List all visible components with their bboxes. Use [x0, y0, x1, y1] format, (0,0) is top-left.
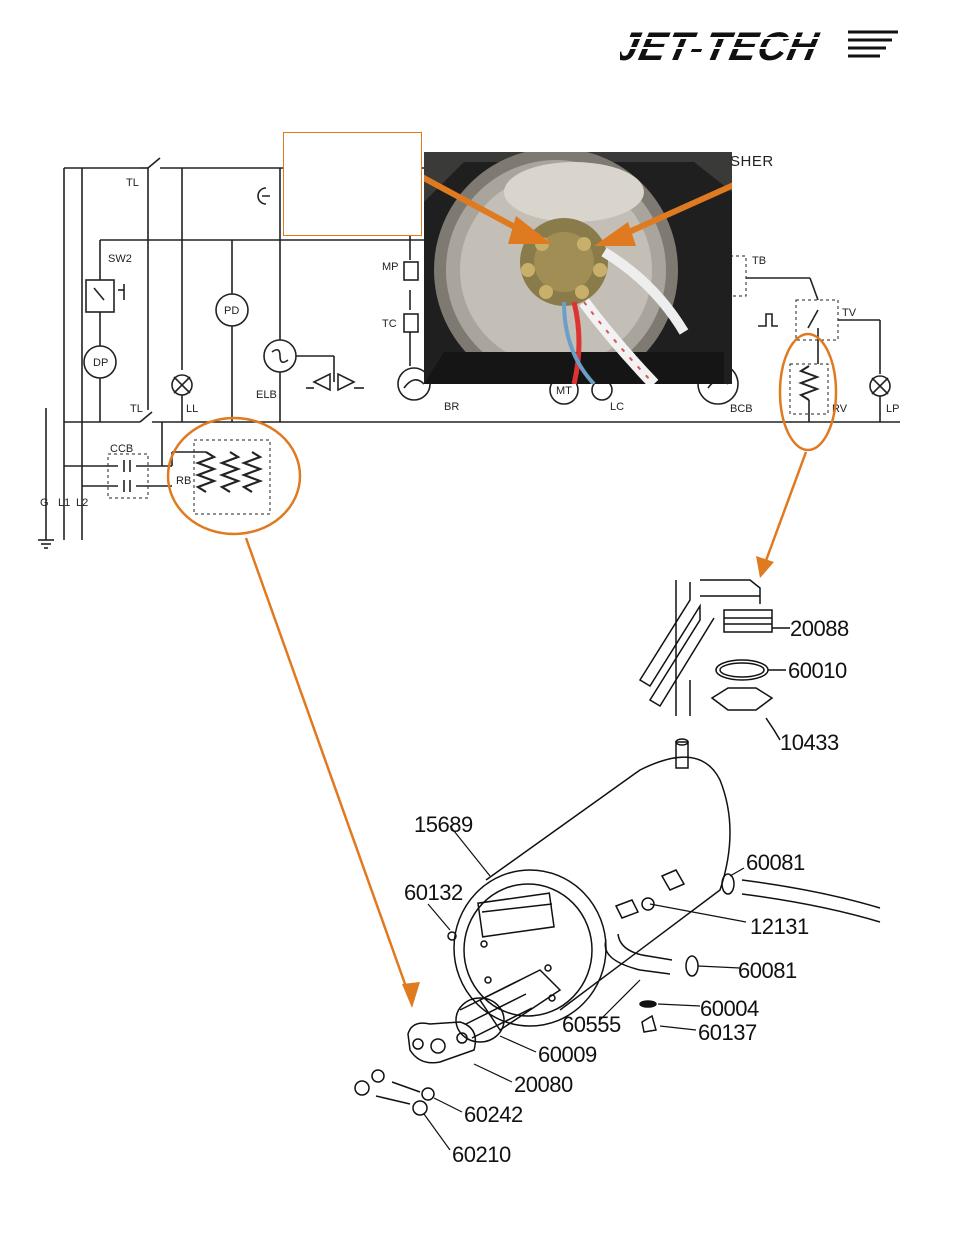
logo-text: JET-TECH — [620, 23, 823, 68]
rb-to-element-arrow — [244, 537, 412, 999]
part-15689: 15689 — [414, 812, 473, 837]
label-rb: RB — [176, 475, 191, 487]
part-numbers: 20088 60010 10433 15689 60132 60081 1213… — [404, 616, 849, 1167]
label-tl-top: TL — [126, 177, 139, 189]
rb-element-drawing — [407, 969, 562, 1064]
label-sw2: SW2 — [108, 253, 132, 265]
rb-highlight-ellipse — [166, 416, 302, 536]
label-ll: LL — [186, 403, 198, 415]
part-60132: 60132 — [404, 880, 463, 905]
label-dp: DP — [93, 357, 108, 369]
part-60210: 60210 — [452, 1142, 511, 1167]
heater-flange-photo — [424, 152, 732, 384]
part-60004: 60004 — [700, 996, 759, 1021]
part-60081-top: 60081 — [746, 850, 805, 875]
rv-to-element-arrow — [762, 451, 808, 567]
label-tv: TV — [842, 307, 857, 319]
tank-drawing — [447, 738, 881, 1033]
label-l1: L1 — [58, 497, 70, 509]
label-mt: MT — [556, 385, 572, 397]
label-lc: LC — [610, 401, 624, 413]
part-10433: 10433 — [780, 730, 839, 755]
part-20080: 20080 — [514, 1072, 573, 1097]
wiring-schematic — [38, 157, 900, 549]
label-g: G — [40, 497, 49, 509]
label-bcb: BCB — [730, 403, 753, 415]
label-pd: PD — [224, 305, 239, 317]
label-lp: LP — [886, 403, 899, 415]
callout-annotations — [166, 332, 838, 1008]
label-elb: ELB — [256, 389, 277, 401]
label-tb: TB — [752, 255, 766, 267]
part-60555: 60555 — [562, 1012, 621, 1037]
nuts-drawing — [354, 1069, 435, 1116]
part-20088: 20088 — [790, 616, 849, 641]
part-60081-bottom: 60081 — [738, 958, 797, 983]
jet-tech-logo: JET-TECH — [620, 23, 900, 69]
part-12131: 12131 — [750, 914, 809, 939]
label-l2: L2 — [76, 497, 88, 509]
callout-blank-box — [283, 132, 422, 236]
rv-highlight-ellipse — [778, 332, 838, 452]
label-tl-bottom: TL — [130, 403, 143, 415]
leader-lines — [423, 825, 747, 1151]
photo-caption-fragment: SHER — [730, 153, 774, 170]
part-60010: 60010 — [788, 658, 847, 683]
label-ccb: CCB — [110, 443, 133, 455]
label-br: BR — [444, 401, 459, 413]
schematic-labels: TL SW2 DP TL LL PD ELB MP TC BR MT LC BC… — [40, 177, 899, 509]
parts-drawing — [354, 579, 881, 1151]
part-60009: 60009 — [538, 1042, 597, 1067]
rv-element-drawing — [638, 579, 790, 741]
label-mp: MP — [382, 261, 399, 273]
part-60242: 60242 — [464, 1102, 523, 1127]
part-60137: 60137 — [698, 1020, 757, 1045]
label-tc: TC — [382, 318, 397, 330]
